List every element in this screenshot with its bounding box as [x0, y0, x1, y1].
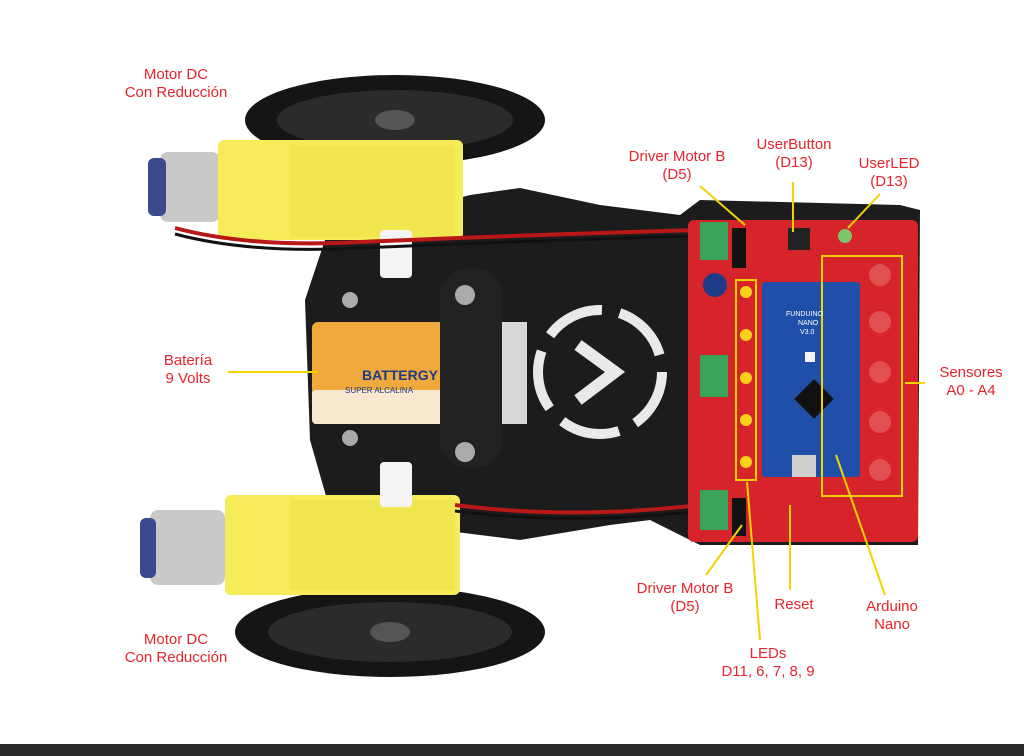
label-motor-top-line1: Motor DC: [143, 66, 209, 83]
label-user-button: UserButton (D13): [748, 136, 840, 172]
label-user-led-line1: UserLED: [858, 155, 920, 172]
label-motor-bottom-line1: Motor DC: [143, 631, 209, 648]
label-battery-line1: Batería: [163, 352, 213, 369]
label-sensors: Sensores A0 - A4: [925, 364, 1017, 400]
label-leds-line2: D11, 6, 7, 8, 9: [721, 663, 815, 680]
motor-top: [148, 140, 463, 278]
label-arduino-line2: Nano: [874, 616, 910, 633]
label-motor-bottom-line2: Con Reducción: [124, 649, 228, 666]
label-arduino: Arduino Nano: [852, 598, 932, 634]
label-user-led: UserLED (D13): [847, 155, 931, 191]
leader-lines: [228, 182, 925, 641]
label-sensors-line1: Sensores: [939, 364, 1003, 381]
bottom-border: [0, 744, 1024, 756]
motor-bottom: [140, 462, 460, 595]
label-motor-top-line2: Con Reducción: [124, 84, 228, 101]
nano-brand-text: FUNDUINO: [786, 311, 823, 318]
label-user-button-line1: UserButton: [756, 136, 832, 153]
arduino-nano: [762, 282, 860, 477]
pcb-board: [688, 220, 918, 542]
label-reset: Reset: [762, 596, 826, 614]
label-driver-bottom: Driver Motor B (D5): [620, 580, 750, 616]
label-motor-bottom: Motor DC Con Reducción: [100, 631, 252, 667]
label-reset-line1: Reset: [774, 596, 814, 613]
label-driver-bottom-line1: Driver Motor B: [636, 580, 734, 597]
label-battery: Batería 9 Volts: [145, 352, 231, 388]
label-battery-line2: 9 Volts: [165, 370, 211, 387]
label-sensors-line2: A0 - A4: [946, 382, 996, 399]
label-arduino-line1: Arduino: [866, 598, 918, 615]
label-driver-bottom-line2: (D5): [670, 598, 700, 615]
label-motor-top: Motor DC Con Reducción: [100, 66, 252, 102]
battery-brand-text: BATTERGY: [362, 367, 439, 383]
label-user-led-line2: (D13): [870, 173, 908, 190]
label-leds: LEDs D11, 6, 7, 8, 9: [698, 645, 838, 681]
nano-version-text: V3.0: [800, 329, 815, 336]
battery-sub-text: SUPER ALCALINA: [345, 386, 414, 395]
label-leds-line1: LEDs: [749, 645, 787, 662]
nano-model-text: NANO: [798, 320, 819, 327]
label-user-button-line2: (D13): [775, 154, 813, 171]
label-driver-top-line1: Driver Motor B: [628, 148, 726, 165]
label-driver-top-line2: (D5): [662, 166, 692, 183]
label-driver-top: Driver Motor B (D5): [612, 148, 742, 184]
